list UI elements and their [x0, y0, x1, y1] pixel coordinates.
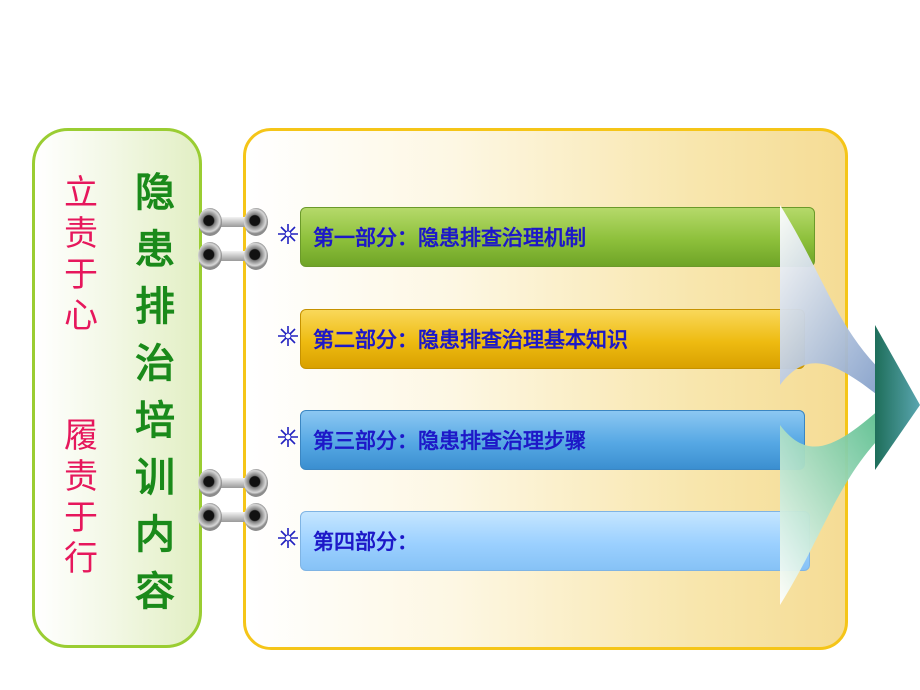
section-label: 第四部分：	[313, 530, 418, 554]
section-item-3[interactable]: 第三部分：隐患排查治理步骤	[278, 410, 805, 470]
star-burst-icon	[278, 326, 298, 346]
binder-ring-icon	[198, 208, 268, 236]
title-char: 患	[135, 227, 175, 273]
section-item-2[interactable]: 第二部分：隐患排查治理基本知识	[278, 309, 805, 369]
section-label: 第一部分：隐患排查治理机制	[313, 226, 586, 250]
arrow-icon	[780, 205, 920, 605]
title-char: 培	[135, 398, 175, 444]
title-char: 容	[135, 569, 175, 615]
star-burst-icon	[278, 224, 298, 244]
star-burst-icon	[278, 427, 298, 447]
motto-line-1: 立 责 于 心	[61, 173, 101, 337]
binder-ring-icon	[198, 242, 268, 270]
motto-char: 心	[64, 296, 98, 336]
motto-char: 行	[64, 539, 98, 579]
binder-ring-icon	[198, 503, 268, 531]
section-item-4[interactable]: 第四部分：	[278, 511, 810, 571]
title-char: 治	[135, 341, 175, 387]
title-char: 训	[135, 455, 175, 501]
motto-char: 于	[64, 498, 98, 538]
page-title: 隐 患 排 治 培 训 内 容	[129, 165, 181, 621]
binder-ring-icon	[198, 469, 268, 497]
section-label: 第二部分：隐患排查治理基本知识	[313, 328, 628, 352]
motto-line-2: 履 责 于 行	[61, 416, 101, 580]
section-item-1[interactable]: 第一部分：隐患排查治理机制	[278, 207, 815, 267]
section-label: 第三部分：隐患排查治理步骤	[313, 429, 586, 453]
left-panel: 立 责 于 心 履 责 于 行 隐 患 排 治 培 训 内 容	[32, 128, 202, 648]
motto-char: 立	[64, 173, 98, 213]
title-char: 排	[135, 284, 175, 330]
title-char: 内	[135, 512, 175, 558]
title-char: 隐	[135, 170, 175, 216]
motto-char: 履	[64, 416, 98, 456]
motto-char: 责	[64, 457, 98, 497]
star-burst-icon	[278, 528, 298, 548]
motto-char: 于	[64, 255, 98, 295]
motto-char: 责	[64, 214, 98, 254]
